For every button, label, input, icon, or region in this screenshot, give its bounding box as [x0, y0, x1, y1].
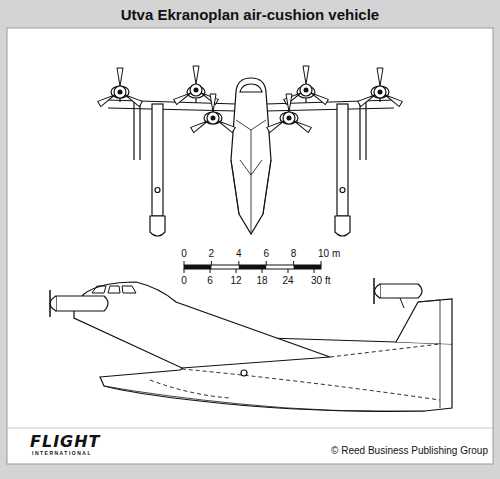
scale-number: 10 m — [318, 249, 340, 259]
scale-number: 24 — [282, 276, 293, 286]
scale-number: 0 — [181, 249, 187, 259]
publisher-logo-subtitle: INTERNATIONAL — [32, 451, 92, 456]
footer-rule — [7, 428, 493, 429]
copyright-note: © Reed Business Publishing Group — [331, 446, 488, 456]
publisher-logo: FLIGHT — [30, 434, 101, 450]
scale-number: 12 — [230, 276, 241, 286]
scale-number: 6 — [263, 249, 269, 259]
scale-number: 2 — [209, 249, 215, 259]
scale-number: 0 — [181, 276, 187, 286]
front-view — [108, 78, 394, 236]
scale-number: 30 ft — [311, 276, 330, 286]
scale-number: 4 — [236, 249, 242, 259]
scale-number: 8 — [291, 249, 297, 259]
scale-number: 18 — [256, 276, 267, 286]
title: Utva Ekranoplan air-cushion vehicle — [0, 6, 500, 23]
scale-number: 6 — [207, 276, 213, 286]
scale-bar — [184, 261, 321, 273]
panel — [7, 28, 493, 464]
side-view — [50, 278, 452, 411]
